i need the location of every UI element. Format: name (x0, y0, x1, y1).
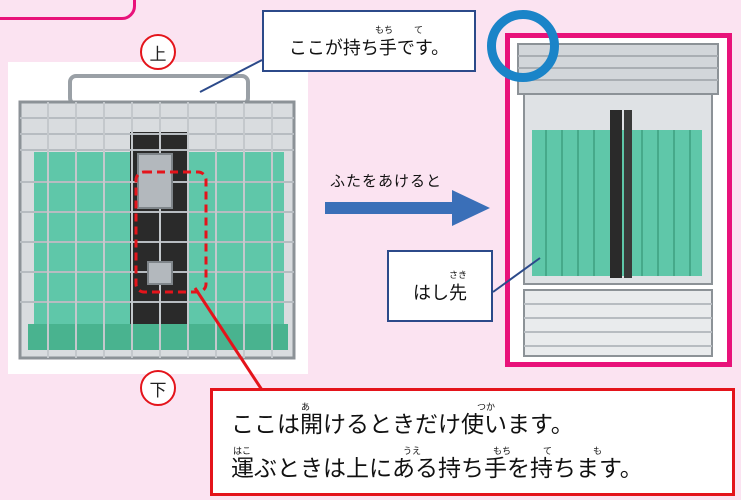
closed-basket-photo (8, 62, 308, 374)
top-label-text: 上 (149, 44, 167, 65)
tips-furigana: さき (448, 270, 467, 281)
bottom-label-text: 下 (149, 380, 167, 401)
arrow-right-icon (325, 190, 490, 226)
tips-callout: さき はし先 (387, 250, 493, 322)
tips-callout-text: はし先 (413, 282, 467, 304)
note-pointer-line (193, 287, 264, 391)
note-line1: ここは開けるときだけ使います。 (231, 412, 574, 439)
furigana-mochi: もち (375, 25, 394, 36)
furigana-mochi2: もち (493, 447, 512, 457)
usage-note: あ つか ここは開けるときだけ使います。 はこ うえ もち て も 運ぶときは上… (210, 388, 735, 496)
furigana-ue: うえ (403, 447, 422, 457)
circle-mark-icon (487, 10, 559, 82)
furigana-te: て (413, 25, 423, 36)
header-tab (0, 0, 136, 20)
note-line1-furigana: あ つか (231, 400, 711, 414)
chopstick-basket-closed-icon (18, 74, 296, 360)
top-label: 上 (140, 34, 176, 70)
furigana-hako: はこ (233, 447, 252, 457)
handle-callout-text: ここが持ち手です。 (288, 37, 450, 59)
furigana-tsuka: つか (477, 403, 496, 414)
bottom-label: 下 (140, 370, 176, 406)
note-line2-furigana: はこ うえ もち て も (231, 444, 711, 457)
chopstick-basket-open-icon (517, 43, 719, 357)
handle-callout: もち て ここが持ち手です。 (262, 10, 476, 72)
note-line2: 運ぶときは上にある持ち手を持ちます。 (231, 456, 643, 482)
open-basket-photo (505, 33, 732, 367)
furigana-a: あ (301, 403, 311, 414)
furigana-te2: て (543, 447, 553, 457)
handle-pointer-line (199, 59, 263, 93)
furigana-mo: も (593, 447, 603, 457)
handle-furigana: もち て (375, 23, 423, 36)
tips-pointer-line (492, 257, 541, 293)
arrow-caption: ふたをあけると (330, 172, 443, 190)
